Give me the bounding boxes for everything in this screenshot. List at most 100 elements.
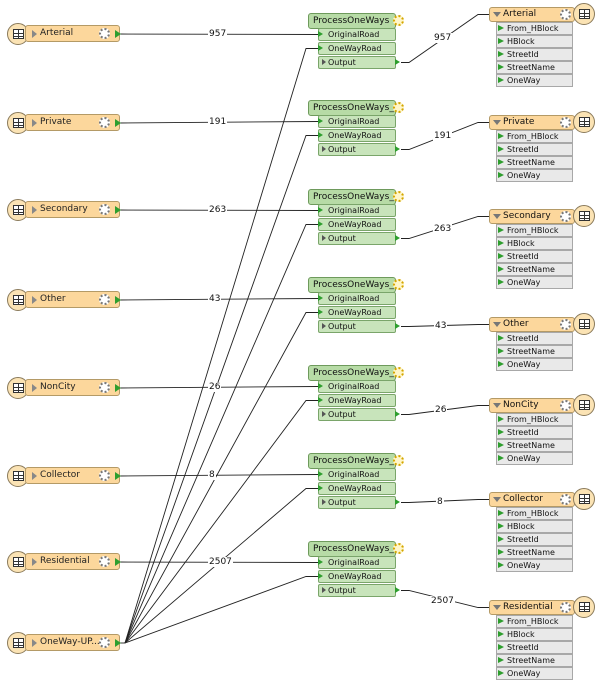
input-port[interactable]: OneWayRoad bbox=[318, 482, 396, 495]
input-port[interactable]: OriginalRoad bbox=[318, 468, 396, 481]
output-port-arrow[interactable] bbox=[395, 59, 400, 65]
gear-icon[interactable] bbox=[560, 602, 571, 613]
output-port-arrow[interactable] bbox=[395, 499, 400, 505]
gear-icon[interactable] bbox=[99, 117, 110, 128]
writer-feature-type[interactable]: NonCity bbox=[489, 398, 575, 413]
gear-icon[interactable] bbox=[99, 204, 110, 215]
reader-feature-type[interactable]: Secondary bbox=[25, 201, 120, 218]
transformer-header[interactable]: ProcessOneWays_7 bbox=[308, 541, 404, 557]
connection-line[interactable] bbox=[124, 576, 318, 644]
output-port[interactable]: Output bbox=[318, 584, 400, 597]
collapse-triangle-icon[interactable] bbox=[493, 322, 501, 327]
expand-triangle-icon[interactable] bbox=[322, 59, 326, 65]
output-port-arrow[interactable] bbox=[115, 472, 121, 480]
expand-triangle-icon[interactable] bbox=[32, 30, 37, 38]
reader-3[interactable]: Secondary bbox=[7, 199, 127, 221]
transformer-header[interactable]: ProcessOneWays_5 bbox=[308, 365, 404, 381]
connection-line[interactable] bbox=[124, 488, 318, 644]
collapse-triangle-icon[interactable] bbox=[493, 120, 501, 125]
transformer-header[interactable]: ProcessOneWays_3 bbox=[308, 100, 404, 116]
connection-line[interactable] bbox=[124, 312, 318, 644]
input-port[interactable]: OneWayRoad bbox=[318, 394, 396, 407]
transformer-header[interactable]: ProcessOneWays_2 bbox=[308, 277, 404, 293]
expand-triangle-icon[interactable] bbox=[322, 323, 326, 329]
connection-line[interactable] bbox=[118, 474, 319, 477]
gear-icon[interactable] bbox=[99, 382, 110, 393]
input-port[interactable]: OriginalRoad bbox=[318, 380, 396, 393]
output-port[interactable]: Output bbox=[318, 143, 400, 156]
gear-icon[interactable] bbox=[393, 279, 404, 290]
expand-triangle-icon[interactable] bbox=[32, 384, 37, 392]
output-port-arrow[interactable] bbox=[115, 639, 121, 647]
expand-triangle-icon[interactable] bbox=[322, 235, 326, 241]
gear-icon[interactable] bbox=[99, 637, 110, 648]
expand-triangle-icon[interactable] bbox=[32, 472, 37, 480]
gear-icon[interactable] bbox=[393, 543, 404, 554]
reader-feature-type[interactable]: Residential bbox=[25, 553, 120, 570]
output-port-arrow[interactable] bbox=[115, 206, 121, 214]
transformer-header[interactable]: ProcessOneWays_6 bbox=[308, 453, 404, 469]
reader-1[interactable]: Arterial bbox=[7, 23, 127, 45]
gear-icon[interactable] bbox=[560, 9, 571, 20]
expand-triangle-icon[interactable] bbox=[322, 499, 326, 505]
collapse-triangle-icon[interactable] bbox=[493, 403, 501, 408]
expand-triangle-icon[interactable] bbox=[322, 411, 326, 417]
expand-triangle-icon[interactable] bbox=[322, 587, 326, 593]
reader-feature-type[interactable]: OneWay-UP... bbox=[25, 634, 120, 651]
input-port[interactable]: OriginalRoad bbox=[318, 556, 396, 569]
gear-icon[interactable] bbox=[560, 117, 571, 128]
writer-feature-type[interactable]: Other bbox=[489, 317, 575, 332]
output-port[interactable]: Output bbox=[318, 320, 400, 333]
output-port-arrow[interactable] bbox=[395, 411, 400, 417]
connection-line[interactable] bbox=[124, 224, 318, 644]
output-port-arrow[interactable] bbox=[115, 558, 121, 566]
gear-icon[interactable] bbox=[560, 211, 571, 222]
reader-4[interactable]: Other bbox=[7, 289, 127, 311]
gear-icon[interactable] bbox=[560, 400, 571, 411]
writer-feature-type[interactable]: Residential bbox=[489, 600, 575, 615]
expand-triangle-icon[interactable] bbox=[32, 639, 37, 647]
output-port[interactable]: Output bbox=[318, 56, 400, 69]
reader-8[interactable]: OneWay-UP... bbox=[7, 632, 127, 654]
gear-icon[interactable] bbox=[560, 494, 571, 505]
collapse-triangle-icon[interactable] bbox=[493, 605, 501, 610]
input-port[interactable]: OriginalRoad bbox=[318, 292, 396, 305]
expand-triangle-icon[interactable] bbox=[32, 206, 37, 214]
input-port[interactable]: OneWayRoad bbox=[318, 570, 396, 583]
gear-icon[interactable] bbox=[393, 15, 404, 26]
connection-line[interactable] bbox=[124, 400, 318, 644]
transformer-header[interactable]: ProcessOneWays bbox=[308, 13, 404, 29]
collapse-triangle-icon[interactable] bbox=[493, 12, 501, 17]
transformer-header[interactable]: ProcessOneWays_4 bbox=[308, 189, 404, 205]
connection-line[interactable] bbox=[124, 135, 318, 644]
expand-triangle-icon[interactable] bbox=[322, 146, 326, 152]
output-port-arrow[interactable] bbox=[115, 119, 121, 127]
output-port-arrow[interactable] bbox=[395, 323, 400, 329]
gear-icon[interactable] bbox=[393, 102, 404, 113]
output-port-arrow[interactable] bbox=[395, 146, 400, 152]
output-port-arrow[interactable] bbox=[115, 296, 121, 304]
connection-line[interactable] bbox=[401, 499, 490, 503]
gear-icon[interactable] bbox=[560, 319, 571, 330]
input-port[interactable]: OriginalRoad bbox=[318, 204, 396, 217]
collapse-triangle-icon[interactable] bbox=[493, 497, 501, 502]
output-port-arrow[interactable] bbox=[115, 384, 121, 392]
input-port[interactable]: OneWayRoad bbox=[318, 306, 396, 319]
reader-feature-type[interactable]: Arterial bbox=[25, 25, 120, 42]
input-port[interactable]: OneWayRoad bbox=[318, 42, 396, 55]
input-port[interactable]: OneWayRoad bbox=[318, 218, 396, 231]
expand-triangle-icon[interactable] bbox=[32, 558, 37, 566]
reader-2[interactable]: Private bbox=[7, 112, 127, 134]
gear-icon[interactable] bbox=[99, 28, 110, 39]
